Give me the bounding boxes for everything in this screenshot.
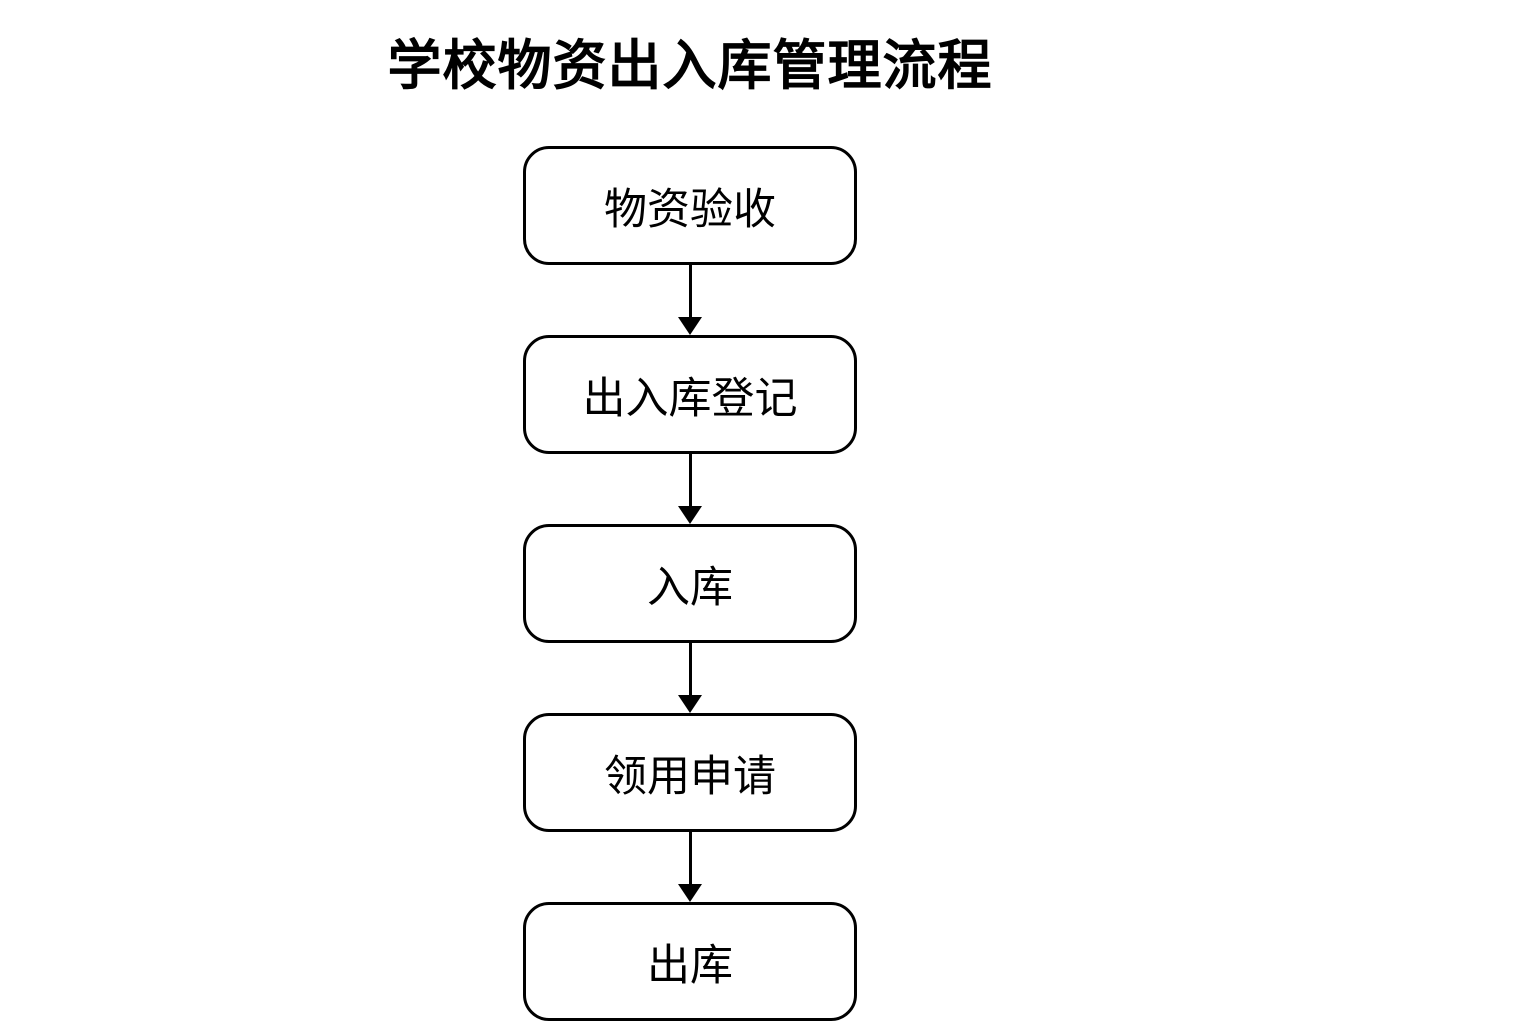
flow-node-requisition-request: 领用申请 <box>523 713 857 832</box>
arrow-down-icon <box>678 832 702 902</box>
arrow-head <box>678 317 702 335</box>
flow-node-material-acceptance: 物资验收 <box>523 146 857 265</box>
arrow-head <box>678 884 702 902</box>
diagram-title: 学校物资出入库管理流程 <box>387 36 993 96</box>
flowchart: 物资验收 出入库登记 入库 领用申请 出库 <box>523 146 857 1021</box>
arrow-shaft <box>688 454 692 506</box>
flow-node-warehouse-in: 入库 <box>523 524 857 643</box>
arrow-shaft <box>688 643 692 695</box>
arrow-head <box>678 506 702 524</box>
flowchart-canvas: 学校物资出入库管理流程 物资验收 出入库登记 入库 领用申请 出库 <box>387 36 993 1021</box>
arrow-down-icon <box>678 454 702 524</box>
flow-node-warehouse-out: 出库 <box>523 902 857 1021</box>
arrow-head <box>678 695 702 713</box>
arrow-shaft <box>688 265 692 317</box>
flow-node-inout-registration: 出入库登记 <box>523 335 857 454</box>
arrow-shaft <box>688 832 692 884</box>
arrow-down-icon <box>678 643 702 713</box>
arrow-down-icon <box>678 265 702 335</box>
